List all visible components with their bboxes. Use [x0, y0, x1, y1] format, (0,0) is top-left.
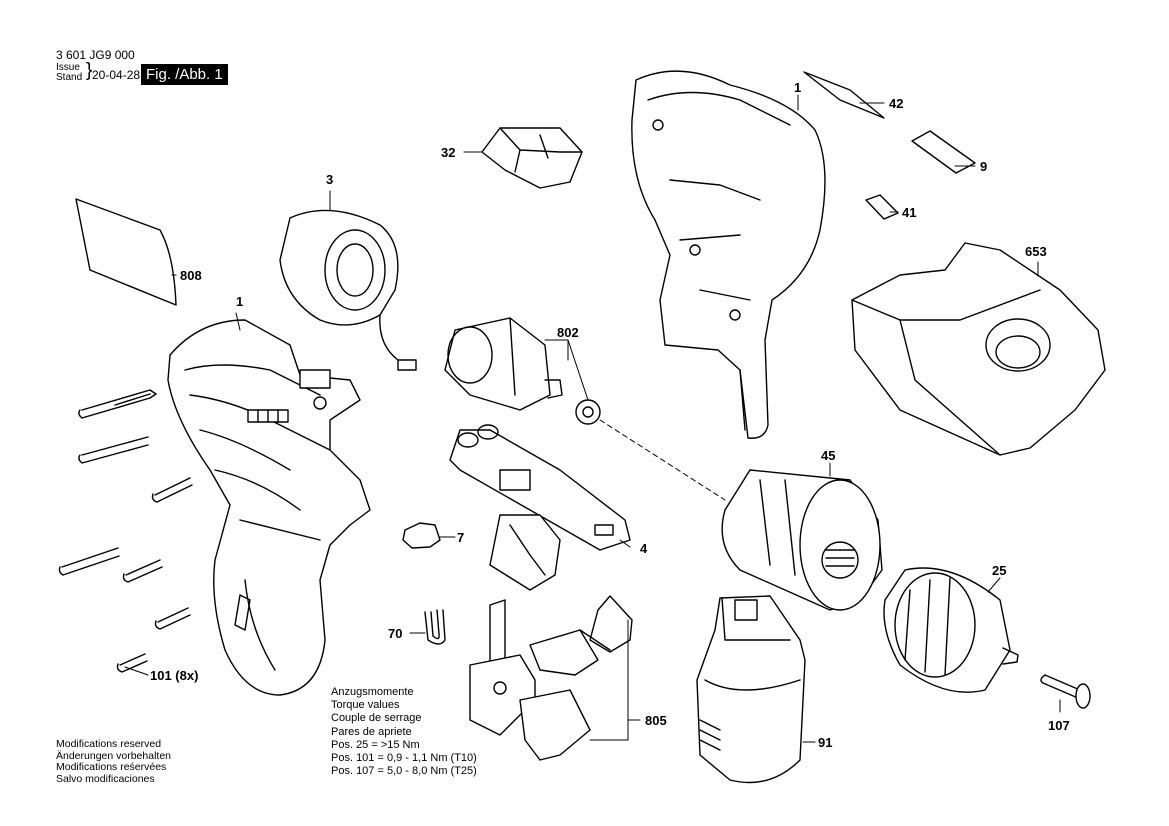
switch-bracket — [489, 514, 561, 591]
callout-101: 101 (8x) — [150, 668, 199, 683]
callout-91: 91 — [818, 735, 833, 750]
callout-25: 25 — [992, 563, 1007, 578]
slider-cover-32 — [481, 127, 583, 189]
screw-107 — [1040, 674, 1091, 709]
motor-802 — [444, 317, 601, 425]
spring-clip-70 — [424, 609, 446, 645]
note-line: Modifications reśervées — [56, 761, 167, 773]
torque-notes: Anzugsmomente Torque values Couple de se… — [331, 686, 477, 778]
note-line: Salvo modificaciones — [56, 772, 155, 785]
part-number: 3 601 JG9 000 — [56, 48, 135, 62]
chuck-25 — [883, 567, 1019, 693]
screws-101 — [58, 389, 193, 673]
callout-4: 4 — [640, 541, 648, 556]
note-line: Änderungen vorbehalten — [56, 749, 172, 762]
housing-left-1 — [167, 319, 371, 696]
torque-line: Pares de apriete — [331, 725, 412, 738]
pad-41 — [865, 194, 899, 220]
housing-right-1 — [631, 70, 826, 439]
callout-1-left-housing: 1 — [236, 294, 244, 309]
battery-socket-805 — [469, 595, 633, 761]
note-line: Modifications reserved — [56, 738, 162, 750]
assembly-axis — [599, 419, 726, 501]
issue-date: 20-04-28 — [92, 68, 141, 82]
issue-label: Issue — [56, 62, 80, 73]
leader-lines — [124, 94, 1061, 743]
callout-45: 45 — [821, 448, 836, 463]
issue-stand-labels: Issue Stand — [56, 63, 82, 83]
callout-41: 41 — [902, 205, 917, 220]
callout-42: 42 — [889, 96, 904, 111]
field-assembly-3 — [279, 209, 417, 371]
strip-42 — [803, 71, 885, 119]
callout-7: 7 — [457, 530, 465, 545]
header-brace: } — [86, 60, 93, 81]
torque-line: Pos. 101 = 0,9 - 1,1 Nm (T10) — [331, 752, 477, 765]
stand-label: Stand — [56, 72, 83, 83]
label-sheet-808 — [75, 198, 177, 306]
torque-line: Pos. 25 = >15 Nm — [331, 738, 420, 751]
callout-70: 70 — [388, 626, 403, 641]
pad-9 — [911, 130, 976, 174]
torque-line: Couple de serrage — [331, 712, 422, 725]
callout-32: 32 — [441, 145, 456, 160]
callout-1-right-housing: 1 — [794, 80, 802, 95]
torque-line: Torque values — [331, 699, 400, 712]
torque-line: Anzugsmomente — [331, 686, 414, 698]
gearbox-45 — [721, 469, 883, 611]
callout-653: 653 — [1025, 244, 1047, 259]
modification-notes: Modifications reserved Änderungen vorbeh… — [56, 738, 172, 785]
clip-7 — [402, 522, 441, 549]
callout-107: 107 — [1048, 718, 1070, 733]
figure-label: Fig. /Abb. 1 — [141, 64, 228, 85]
callout-9: 9 — [980, 159, 988, 174]
callout-805: 805 — [645, 713, 667, 728]
callout-3: 3 — [326, 172, 334, 187]
callout-808: 808 — [180, 268, 202, 283]
torque-line: Pos. 107 = 5,0 - 8,0 Nm (T25) — [331, 765, 477, 778]
callout-802: 802 — [557, 325, 579, 340]
battery-pack-91 — [696, 595, 806, 784]
charger-653 — [851, 242, 1106, 456]
electronics-board-4 — [449, 424, 631, 551]
